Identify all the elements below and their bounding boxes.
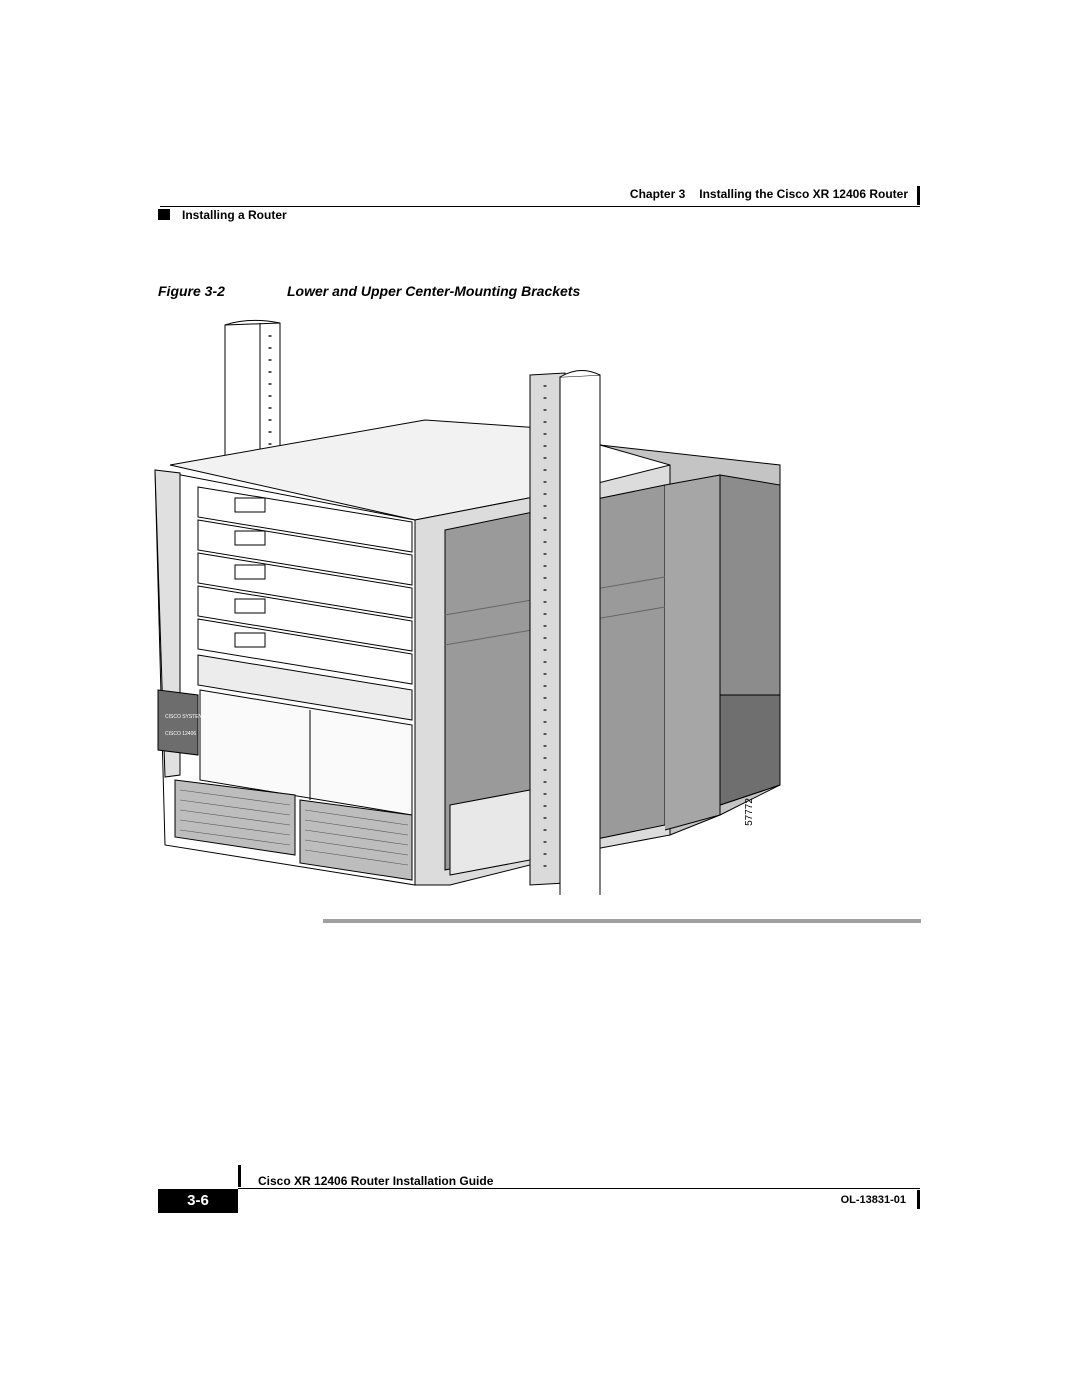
figure-bottom-rule xyxy=(323,919,921,923)
footer-tab xyxy=(238,1165,241,1187)
figure-id: 57772 xyxy=(744,798,755,826)
blower-modules xyxy=(174,779,413,881)
rear-rack-rail xyxy=(224,319,281,458)
figure-label: Figure 3-2 xyxy=(158,283,225,299)
footer-bar xyxy=(917,1190,920,1209)
figure-logo-text: CISCO SYSTEMS xyxy=(165,714,207,720)
card-connectors xyxy=(234,497,266,648)
footer-rule xyxy=(238,1188,920,1189)
line-card-slots xyxy=(197,486,413,721)
section-title: Installing a Router xyxy=(182,208,287,222)
footer-guide-title: Cisco XR 12406 Router Installation Guide xyxy=(258,1174,494,1188)
lower-card-cage xyxy=(199,689,413,816)
figure-model-text: CISCO 12406 xyxy=(165,731,196,737)
figure-title: Lower and Upper Center-Mounting Brackets xyxy=(287,283,581,299)
header-rule xyxy=(160,206,920,207)
router-rack-illustration: CISCO SYSTEMS CISCO 12406 xyxy=(154,319,781,895)
running-header-chapter: Chapter 3 Installing the Cisco XR 12406 R… xyxy=(600,187,908,201)
front-rack-rail xyxy=(529,370,601,895)
section-marker xyxy=(158,209,170,220)
chapter-label: Chapter 3 xyxy=(629,187,686,201)
page-number: 3-6 xyxy=(158,1189,238,1213)
chapter-title: Installing the Cisco XR 12406 Router xyxy=(699,187,908,201)
doc-number: OL-13831-01 xyxy=(840,1194,906,1206)
rear-enclosure xyxy=(599,444,781,836)
cisco-logo-panel xyxy=(157,689,199,756)
header-bar xyxy=(917,186,920,205)
